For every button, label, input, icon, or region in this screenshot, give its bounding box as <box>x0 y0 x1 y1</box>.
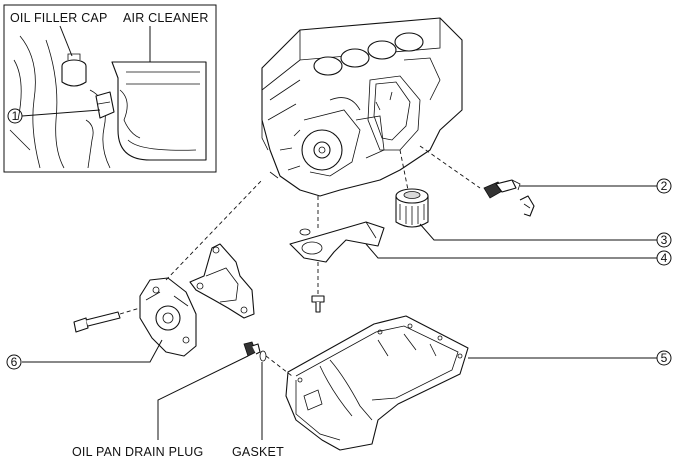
callout-1-number: 1 <box>12 109 19 123</box>
air-cleaner-housing <box>111 61 207 161</box>
label-gasket: GASKET <box>232 445 284 459</box>
callout-4 <box>656 250 672 266</box>
callout-6-number: 6 <box>11 355 18 369</box>
oil-level-switch <box>95 91 115 119</box>
cylinder-2 <box>340 48 370 68</box>
inset-detail: OIL FILLER CAP AIR CLEANER 1 <box>3 4 217 173</box>
oil-pan <box>285 315 469 451</box>
label-air-cleaner: AIR CLEANER <box>123 11 209 25</box>
callout-3-number: 3 <box>661 233 668 247</box>
label-oil-pan-drain-plug: OIL PAN DRAIN PLUG <box>72 445 203 459</box>
oil-pump-bolt <box>73 311 121 333</box>
callout-3 <box>656 232 672 248</box>
drain-plug-gasket <box>259 350 267 362</box>
label-oil-filler-cap: OIL FILLER CAP <box>10 11 108 25</box>
inset-frame <box>3 4 217 173</box>
strainer-o-ring <box>299 228 311 236</box>
callout-2 <box>656 178 672 194</box>
callout-5 <box>656 350 672 366</box>
strainer-bolt <box>311 295 325 313</box>
bracket-plate <box>189 243 255 319</box>
cylinder-1 <box>313 56 343 76</box>
oil-pump <box>139 277 197 357</box>
callout-5-number: 5 <box>661 351 668 365</box>
callout-6 <box>6 354 22 370</box>
oil-strainer <box>289 221 385 263</box>
oil-filter <box>395 188 429 228</box>
cylinder-3 <box>367 40 397 60</box>
oil-pan-drain-plug <box>243 341 261 357</box>
callout-2-number: 2 <box>661 179 668 193</box>
oil-pressure-switch <box>483 179 535 217</box>
callout-4-number: 4 <box>661 251 668 265</box>
cylinder-4 <box>394 32 424 52</box>
engine-block <box>261 17 463 197</box>
